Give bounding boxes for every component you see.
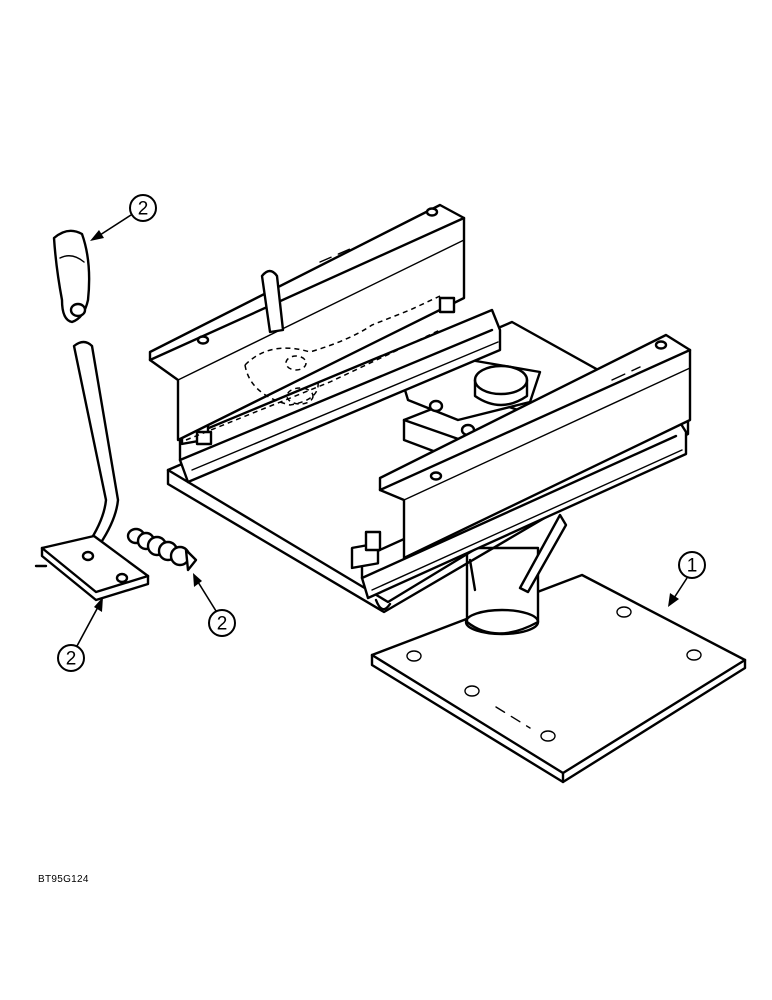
rear-seat-rail xyxy=(148,203,502,484)
svg-text:2: 2 xyxy=(217,614,228,635)
pedestal-base-plate xyxy=(370,573,747,784)
hidden-lever-mechanism xyxy=(185,269,441,441)
callout-spring: 2 xyxy=(193,573,236,637)
front-seat-rail xyxy=(350,333,692,600)
spring xyxy=(126,527,198,572)
svg-text:2: 2 xyxy=(138,199,149,220)
nut-bolt xyxy=(364,530,382,552)
callout-lever: 2 xyxy=(57,597,103,672)
callout-knob: 2 xyxy=(90,194,157,241)
lever-rod xyxy=(34,340,150,602)
nut-bolt xyxy=(195,296,456,446)
pedestal-column xyxy=(464,513,568,636)
callout-pedestal: 1 xyxy=(668,551,706,607)
lever-knob xyxy=(52,229,91,324)
svg-text:1: 1 xyxy=(687,556,698,577)
figure-reference: BT95G124 xyxy=(38,874,89,885)
svg-text:2: 2 xyxy=(66,649,77,670)
